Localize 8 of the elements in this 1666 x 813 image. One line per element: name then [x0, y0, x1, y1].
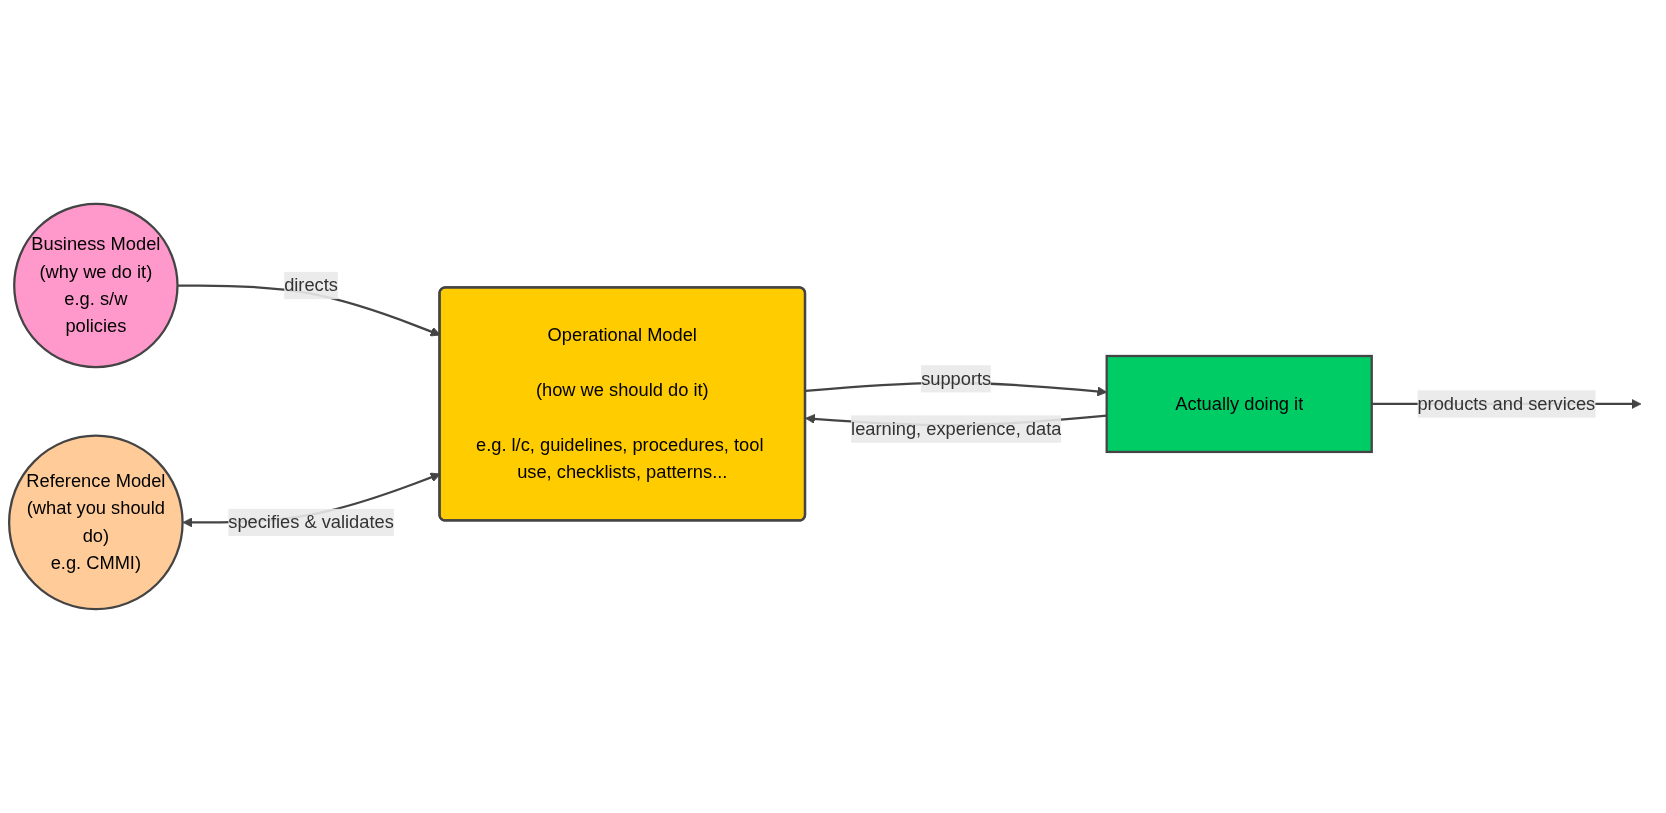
- edge-label: directs: [284, 275, 338, 295]
- edge-label: learning, experience, data: [851, 418, 1062, 439]
- edge-label: specifies & validates: [228, 512, 394, 532]
- node-circle: Reference Model (what you should do) e.g. CMMI): [8, 434, 184, 611]
- edge-label: products and services: [1417, 393, 1596, 414]
- edge-label: supports: [921, 368, 992, 388]
- node-box: Actually doing it: [1105, 354, 1373, 454]
- node-circle: Business Model (why we do it) e.g. s/w policies: [13, 202, 179, 369]
